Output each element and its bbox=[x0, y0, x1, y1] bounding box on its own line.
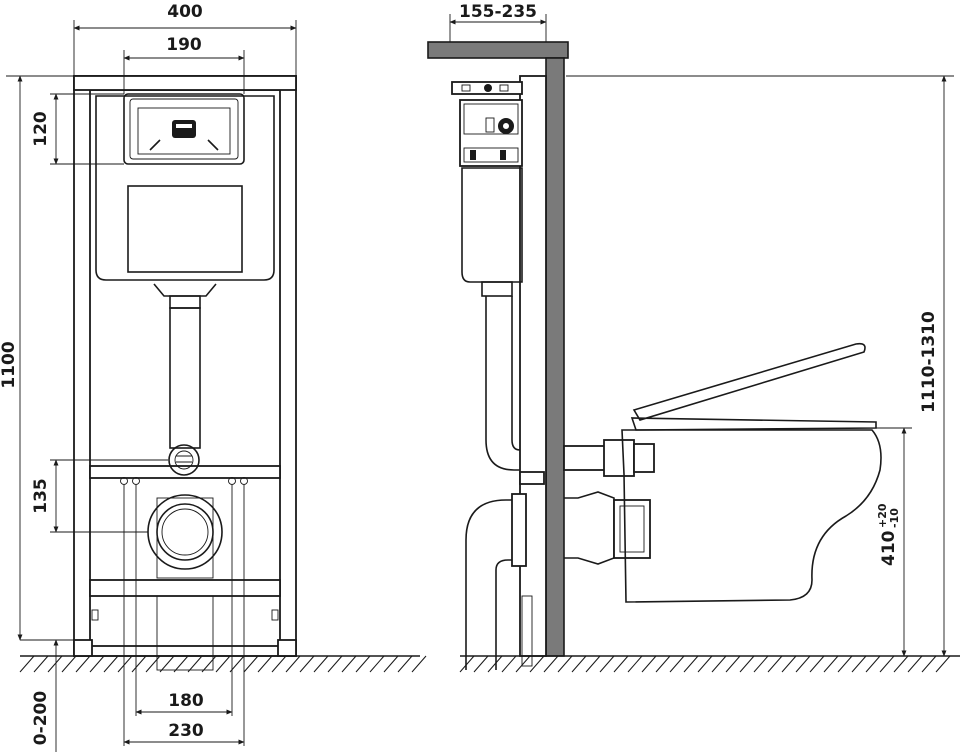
floor-hatch-line bbox=[543, 655, 559, 673]
floor-hatch-line bbox=[907, 655, 923, 673]
floor-hatch-line bbox=[383, 655, 399, 673]
floor-hatch-line bbox=[585, 655, 601, 673]
total-height-label: 1110-1310 bbox=[919, 311, 939, 413]
floor-hatch-line bbox=[397, 655, 413, 673]
floor-hatch-line bbox=[627, 655, 643, 673]
floor-hatch-line bbox=[327, 655, 343, 673]
floor-hatch-line bbox=[851, 655, 867, 673]
floor-hatch-line bbox=[641, 655, 657, 673]
floor-hatch-line bbox=[355, 655, 371, 673]
floor-hatch-line bbox=[921, 655, 937, 673]
floor-hatch-line bbox=[781, 655, 797, 673]
floor-hatch-line bbox=[935, 655, 951, 673]
floor-hatch-line bbox=[215, 655, 231, 673]
floor-hatch-line bbox=[893, 655, 909, 673]
flush-valve-icon bbox=[149, 120, 219, 151]
floor-hatch-line bbox=[487, 655, 503, 673]
width-label: 400 bbox=[167, 2, 203, 22]
seat-tolerance-plus: +20 bbox=[876, 503, 889, 528]
floor-hatch-line bbox=[809, 655, 825, 673]
floor-hatch-line bbox=[697, 655, 713, 673]
floor-hatch-line bbox=[285, 655, 301, 673]
floor-hatch-line bbox=[711, 655, 727, 673]
floor-hatch-line bbox=[725, 655, 741, 673]
floor-hatch-line bbox=[145, 655, 161, 673]
floor-hatch-line bbox=[271, 655, 287, 673]
floor-side bbox=[459, 655, 960, 673]
drain-outlet-icon bbox=[147, 494, 223, 579]
floor-adjust-label: 0-200 bbox=[31, 691, 51, 746]
floor-hatch-line bbox=[61, 655, 77, 673]
floor-hatch-line bbox=[313, 655, 329, 673]
seat-tolerance-minus: -10 bbox=[888, 508, 901, 528]
floor-hatch-line bbox=[173, 655, 189, 673]
floor-hatch-line bbox=[341, 655, 357, 673]
floor-hatch-line bbox=[33, 655, 49, 673]
floor-hatch-line bbox=[201, 655, 217, 673]
floor-front bbox=[19, 655, 427, 673]
floor-hatch-line bbox=[613, 655, 629, 673]
floor-hatch-line bbox=[515, 655, 531, 673]
floor-hatch-line bbox=[299, 655, 315, 673]
floor-hatch-line bbox=[501, 655, 517, 673]
wall-depth-label: 155-235 bbox=[459, 2, 537, 22]
floor-hatch-line bbox=[459, 655, 475, 673]
floor-hatch-line bbox=[243, 655, 259, 673]
inlet-spacing-label: 135 bbox=[31, 478, 51, 514]
top-offset-label: 120 bbox=[31, 111, 51, 147]
floor-hatch-line bbox=[19, 655, 35, 673]
floor-hatch-line bbox=[599, 655, 615, 673]
floor-hatch-line bbox=[879, 655, 895, 673]
floor-hatch-line bbox=[529, 655, 545, 673]
side-view bbox=[427, 41, 882, 670]
floor-hatch-line bbox=[47, 655, 63, 673]
floor-hatch-line bbox=[411, 655, 427, 673]
floor-hatch-line bbox=[823, 655, 839, 673]
bolt-spacing-label: 180 bbox=[168, 691, 204, 711]
floor-hatch-line bbox=[767, 655, 783, 673]
floor-hatch-line bbox=[187, 655, 203, 673]
floor-hatch-line bbox=[739, 655, 755, 673]
floor-hatch-line bbox=[369, 655, 385, 673]
side-dimensions: 155-235 1110-1310 410 +20 -10 bbox=[449, 2, 954, 657]
floor-hatch-line bbox=[655, 655, 671, 673]
floor-hatch-line bbox=[865, 655, 881, 673]
floor-hatch-line bbox=[117, 655, 133, 673]
front-view bbox=[73, 75, 297, 671]
floor-hatch-line bbox=[837, 655, 853, 673]
front-dimensions: 400 190 120 1100 135 0-200 180 230 bbox=[0, 2, 297, 752]
floor-hatch-line bbox=[683, 655, 699, 673]
floor-hatch-line bbox=[131, 655, 147, 673]
floor-hatch-line bbox=[75, 655, 91, 673]
floor-hatch-line bbox=[669, 655, 685, 673]
floor-hatch-line bbox=[473, 655, 489, 673]
flush-plate-width-label: 190 bbox=[166, 35, 202, 55]
height-label: 1100 bbox=[0, 341, 19, 388]
floor-hatch-line bbox=[89, 655, 105, 673]
water-inlet-icon bbox=[168, 444, 200, 476]
floor-hatch-line bbox=[103, 655, 119, 673]
seat-height-label: 410 bbox=[879, 530, 899, 566]
drain-spacing-label: 230 bbox=[168, 721, 204, 741]
floor-hatch-line bbox=[557, 655, 573, 673]
floor-hatch-line bbox=[571, 655, 587, 673]
floor-hatch-line bbox=[159, 655, 175, 673]
floor-hatch-line bbox=[753, 655, 769, 673]
floor-hatch-line bbox=[795, 655, 811, 673]
floor-hatch-line bbox=[257, 655, 273, 673]
